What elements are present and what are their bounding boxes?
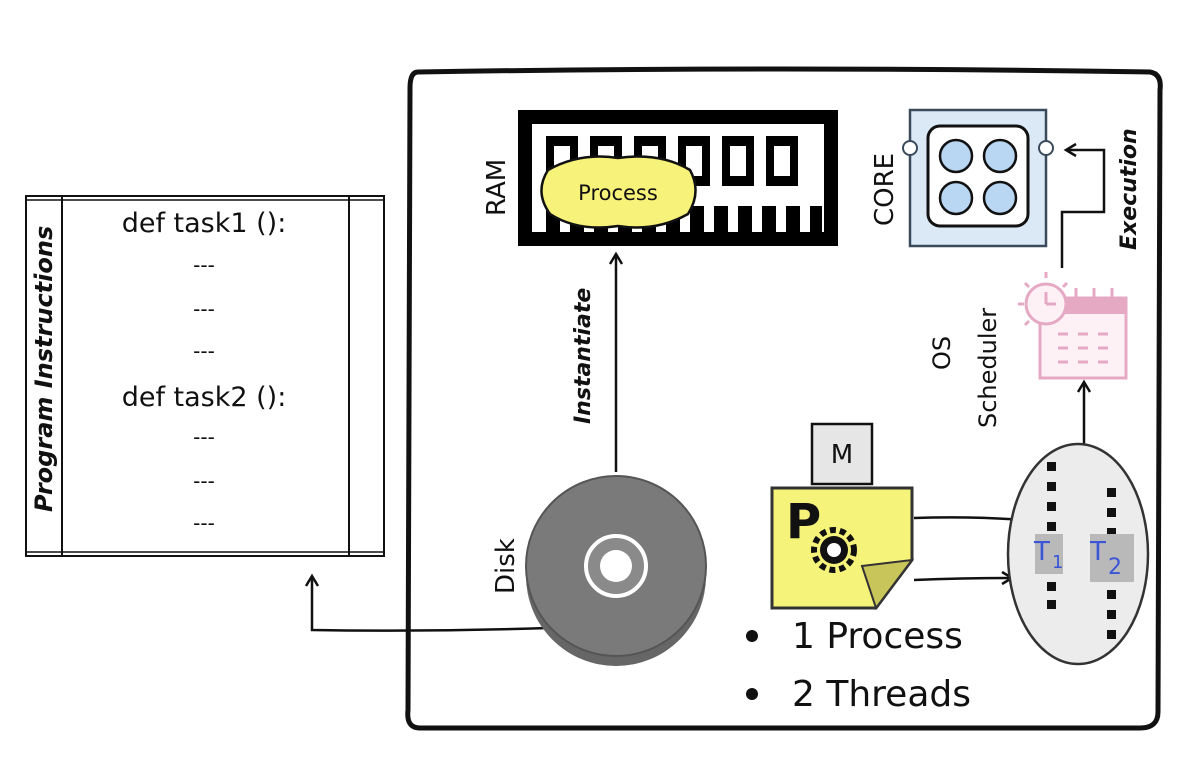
program-line: def task2 (): [122, 382, 287, 413]
program-instructions-panel: Program Instructions def task1 (): --- -… [25, 195, 385, 557]
os-label: OS [928, 336, 956, 370]
program-line: --- [193, 511, 215, 535]
thread1-subscript: 1 [1052, 552, 1063, 573]
bullet-process: 1 Process [792, 616, 963, 657]
memory-box: M [810, 422, 874, 486]
thread2-subscript: 2 [1108, 555, 1122, 580]
disk-to-program-arrow [304, 573, 549, 632]
threads-container: T 1 T 2 [1006, 442, 1150, 666]
disk-label: Disk [491, 538, 521, 594]
gear-icon [811, 527, 857, 573]
process-bubble: Process [540, 155, 697, 229]
process-icon: P [770, 486, 915, 611]
thread1-label: T [1033, 537, 1050, 567]
bullet-threads: 2 Threads [792, 674, 971, 715]
clock-icon [1018, 272, 1069, 327]
program-line: --- [193, 339, 215, 363]
program-line: --- [193, 425, 215, 449]
execution-arrow [1060, 142, 1106, 268]
core-label: CORE [870, 153, 900, 226]
thread1-box [1035, 534, 1063, 574]
program-line: def task1 (): [122, 208, 287, 239]
core-icon [902, 108, 1054, 248]
instantiate-label: Instantiate [571, 288, 596, 424]
scheduler-label: Scheduler [974, 308, 1002, 428]
program-line: --- [193, 253, 215, 277]
thread2-label: T [1089, 537, 1106, 567]
program-instructions-label: Program Instructions [30, 226, 58, 512]
program-line: --- [193, 469, 215, 493]
summary-bullets: 1 Process 2 Threads [746, 616, 971, 715]
thread2-box [1090, 534, 1134, 582]
memory-box-label: M [831, 440, 853, 470]
process-to-thread2-arrow [913, 570, 1015, 586]
disk-icon [525, 475, 707, 666]
ram-label: RAM [482, 159, 512, 216]
execution-label: Execution [1117, 128, 1142, 250]
program-line: --- [193, 297, 215, 321]
process-bubble-label: Process [578, 181, 658, 205]
